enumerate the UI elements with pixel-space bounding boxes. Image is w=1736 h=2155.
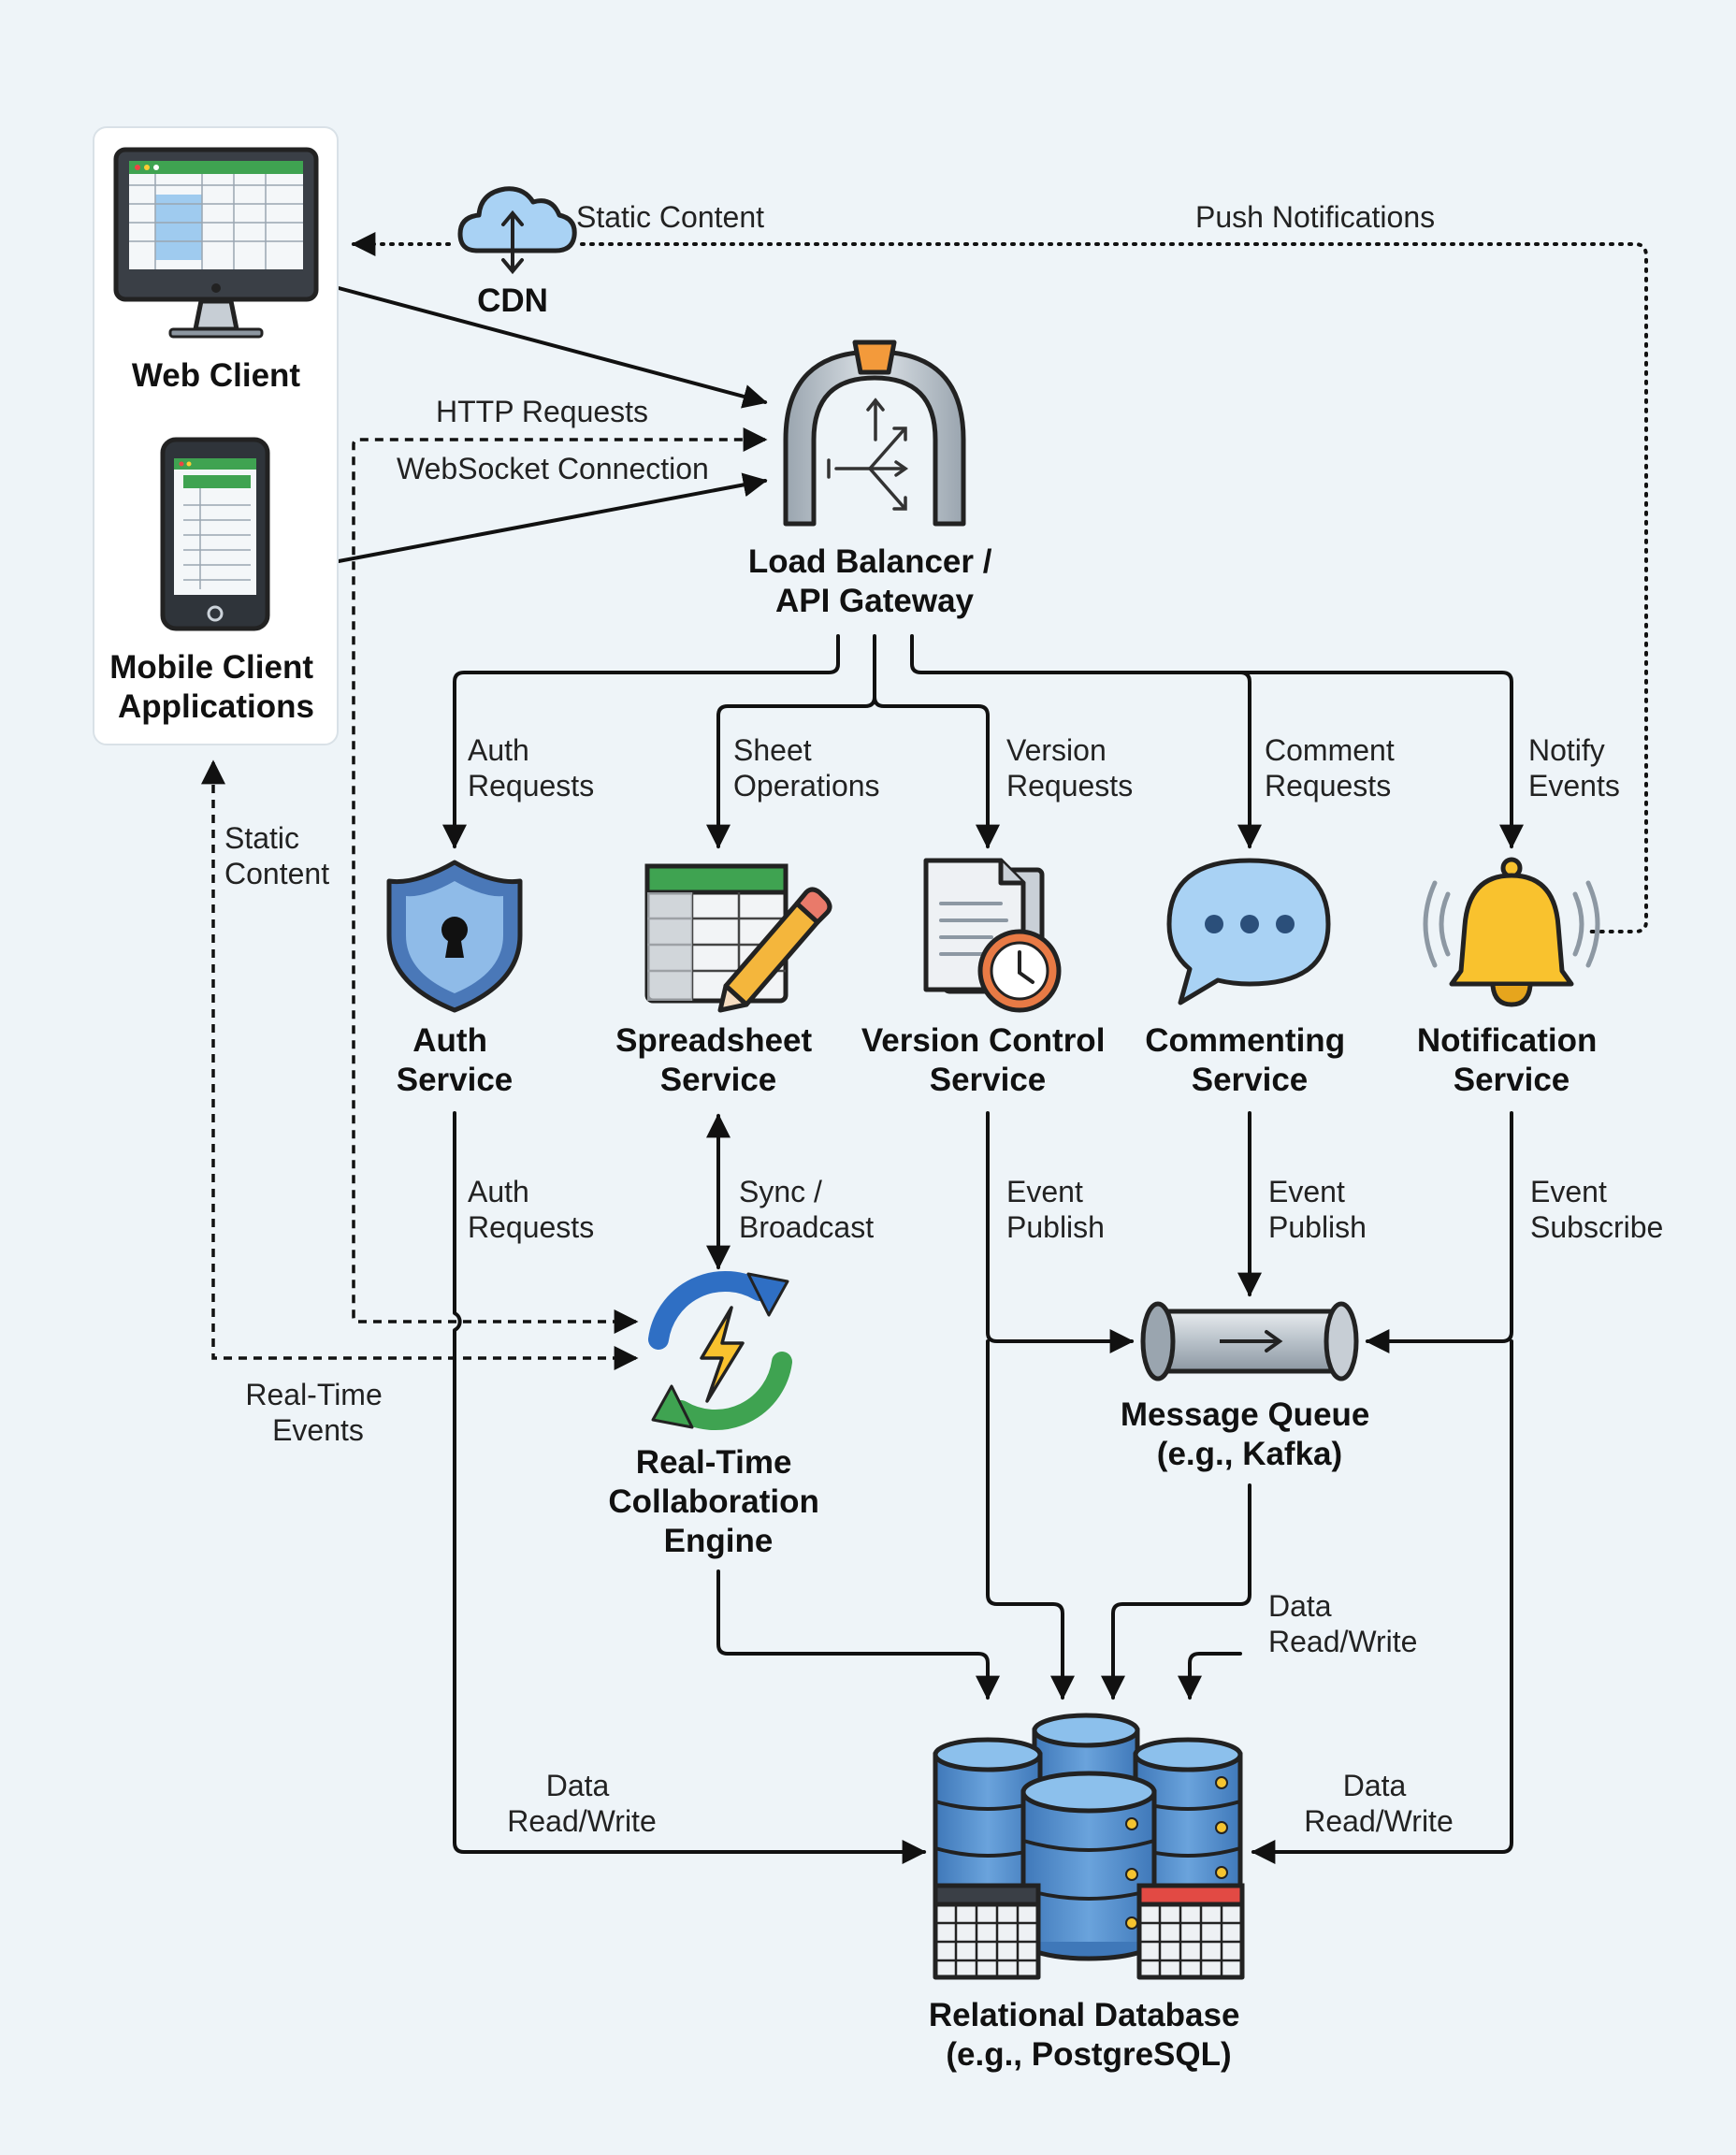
label-http-requests: HTTP Requests bbox=[436, 395, 648, 428]
edge-mobile-to-gateway bbox=[337, 472, 768, 563]
edge-lb-to-auth bbox=[442, 634, 840, 849]
monitor-icon bbox=[113, 147, 319, 339]
label-auth-requests-top: Auth Requests bbox=[468, 733, 594, 803]
web-client-label: Web Client bbox=[132, 357, 301, 394]
commenting-service-label: Commenting Service bbox=[1145, 1022, 1354, 1098]
gateway-arch-icon bbox=[783, 340, 966, 527]
label-data-rw-queue: Data Read/Write bbox=[1268, 1589, 1417, 1658]
edge-realtime-to-db bbox=[716, 1569, 1000, 1700]
gateway-label: Load Balancer / API Gateway bbox=[748, 543, 1001, 619]
edge-queue-to-db bbox=[1101, 1483, 1251, 1700]
label-notify-events: Notify Events bbox=[1528, 733, 1620, 803]
edge-lb-to-comment bbox=[910, 634, 1262, 849]
mobile-client-label: Mobile Client Applications bbox=[109, 649, 323, 725]
label-event-publish-comment: Event Publish bbox=[1268, 1175, 1367, 1244]
edge-web-to-gateway bbox=[337, 286, 768, 409]
edge-lb-to-version bbox=[873, 695, 1000, 849]
label-static-content-top: Static Content bbox=[576, 200, 764, 234]
edge-auth-to-db bbox=[453, 1111, 927, 1864]
database-cluster-icon bbox=[933, 1713, 1245, 1980]
edge-queue-to-notify bbox=[1365, 1111, 1513, 1353]
label-static-content-left: Static Content bbox=[224, 821, 329, 890]
cloud-icon bbox=[457, 186, 577, 275]
edge-push-notifications bbox=[580, 242, 1648, 933]
edge-lb-to-notify bbox=[1238, 671, 1524, 849]
bell-icon bbox=[1423, 857, 1600, 1007]
speech-bubble-icon bbox=[1166, 858, 1331, 1005]
message-queue-label: Message Queue (e.g., Kafka) bbox=[1121, 1396, 1379, 1472]
edge-labels: Static Content Push Notifications HTTP R… bbox=[224, 200, 1663, 1838]
clients-card: Web Client Mobile Client Applications bbox=[93, 126, 339, 745]
edge-static-content-mobile bbox=[201, 759, 639, 1370]
label-realtime-events: Real-Time Events bbox=[245, 1378, 390, 1447]
label-sheet-operations: Sheet Operations bbox=[733, 733, 880, 803]
version-service-label: Version Control Service bbox=[861, 1022, 1114, 1098]
label-comment-requests: Comment Requests bbox=[1265, 733, 1403, 803]
spreadsheet-edit-icon bbox=[644, 863, 832, 1013]
realtime-engine-label: Real-Time Collaboration Engine bbox=[608, 1444, 828, 1559]
phone-icon bbox=[160, 437, 270, 631]
document-clock-icon bbox=[923, 858, 1062, 1013]
auth-service-label: Auth Service bbox=[397, 1022, 514, 1098]
pipe-icon bbox=[1140, 1301, 1359, 1381]
label-data-rw-right: Data Read/Write bbox=[1304, 1769, 1453, 1838]
connectors bbox=[201, 232, 1648, 1864]
label-event-subscribe: Event Subscribe bbox=[1530, 1175, 1663, 1244]
notification-service-label: Notification Service bbox=[1417, 1022, 1606, 1098]
edge-data-rw-queue bbox=[1178, 1652, 1242, 1700]
cdn-label: CDN bbox=[477, 282, 548, 319]
edge-version-to-db bbox=[986, 1339, 1075, 1700]
label-push-notifications: Push Notifications bbox=[1195, 200, 1435, 234]
sync-lightning-icon bbox=[648, 1270, 792, 1431]
label-event-publish-version: Event Publish bbox=[1006, 1175, 1105, 1244]
label-auth-requests-mid: Auth Requests bbox=[468, 1175, 594, 1244]
label-sync-broadcast: Sync / Broadcast bbox=[739, 1175, 874, 1244]
edge-version-to-queue bbox=[986, 1111, 1135, 1353]
spreadsheet-service-label: Spreadsheet Service bbox=[615, 1022, 821, 1098]
label-version-requests: Version Requests bbox=[1006, 733, 1133, 803]
edge-notify-to-db bbox=[1251, 1339, 1513, 1864]
label-websocket: WebSocket Connection bbox=[397, 452, 709, 485]
label-data-rw-left: Data Read/Write bbox=[507, 1769, 656, 1838]
shield-lock-icon bbox=[386, 860, 523, 1013]
database-label: Relational Database (e.g., PostgreSQL) bbox=[929, 1997, 1249, 2073]
